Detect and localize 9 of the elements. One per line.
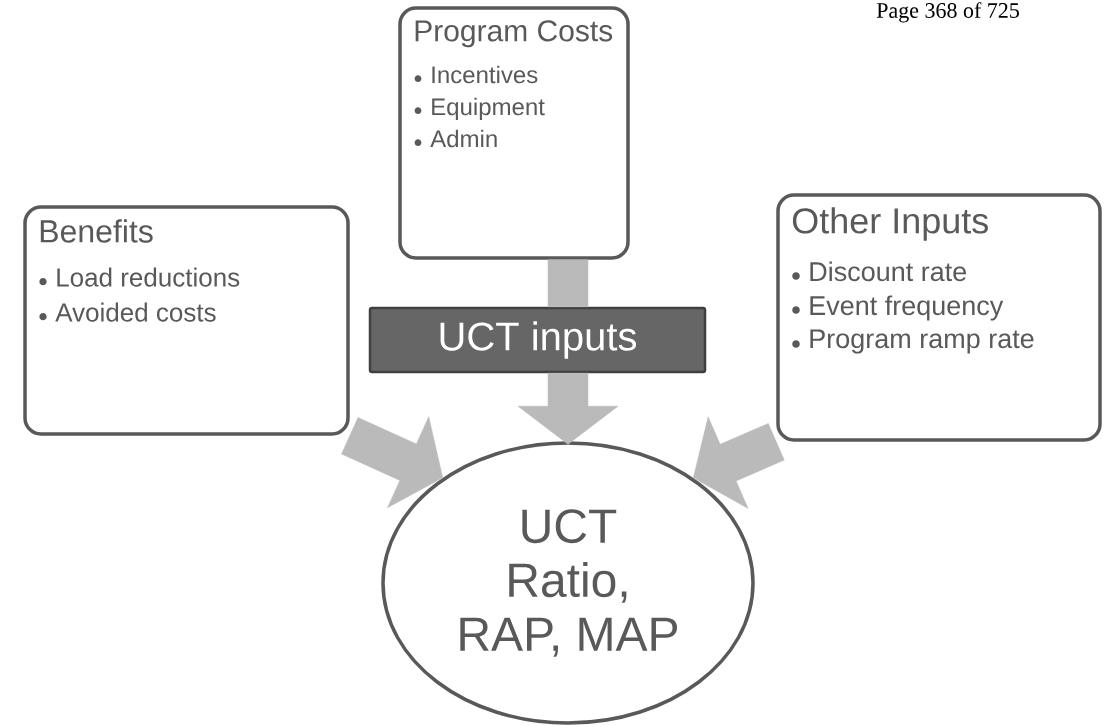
block-arrow — [547, 259, 589, 307]
text-box: Benefits Load reductions Avoided costs — [23, 205, 350, 436]
block-arrow — [693, 416, 785, 509]
page-number: Page 368 of 725 — [876, 2, 1019, 23]
block-arrow — [517, 373, 619, 445]
text-box: Other Inputs Discount rate Event frequency Program ramp rate — [776, 193, 1102, 442]
block-arrow — [341, 416, 443, 508]
text-box: Program Costs Incentives Equipment Admin — [398, 6, 630, 260]
title-band: UCT inputs — [368, 306, 707, 374]
